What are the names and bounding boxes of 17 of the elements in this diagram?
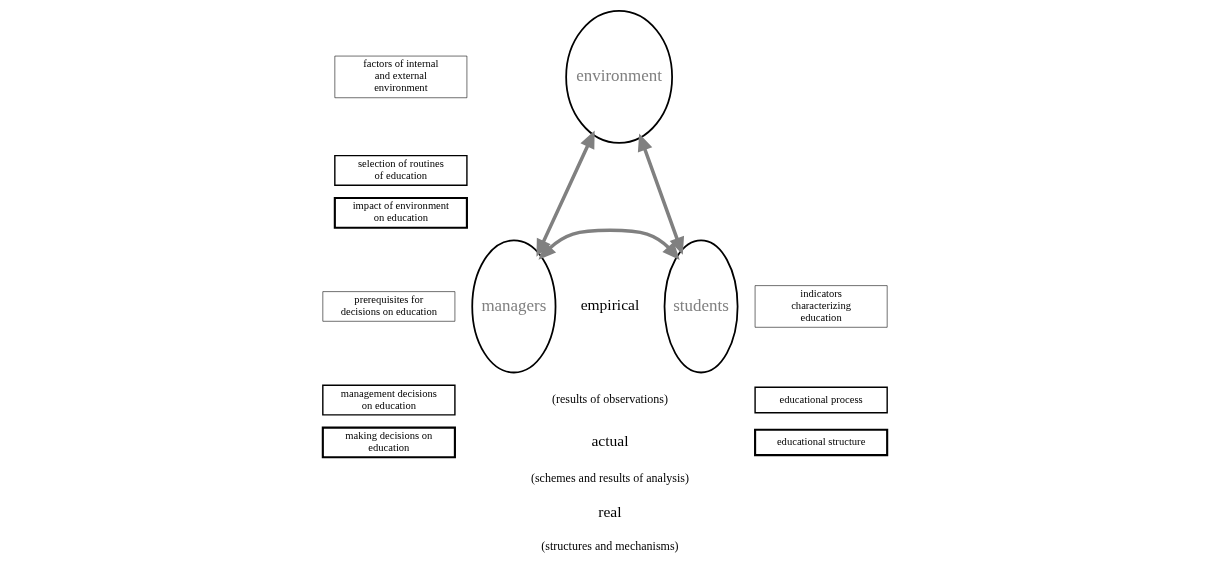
arrow — [637, 133, 685, 255]
node-box: making decisions on education — [321, 426, 456, 459]
node-box: indicators characterizing education — [754, 285, 888, 328]
label: (schemes and results of analysis) — [530, 471, 689, 486]
node-ellipse: environment — [565, 9, 673, 144]
label: actual — [591, 432, 629, 450]
node-box: educational process — [754, 386, 888, 414]
label: (results of observations) — [551, 391, 668, 406]
label: empirical — [580, 296, 640, 314]
node-box: factors of internal and external environment — [334, 55, 468, 99]
node-box: selection of routines of education — [334, 154, 468, 187]
label: (structures and mechanisms) — [541, 538, 679, 553]
node-box: impact of environment on education — [333, 197, 468, 229]
node-box: prerequisites for decisions on education — [322, 291, 456, 322]
node-box: educational structure — [754, 428, 889, 457]
label: real — [598, 503, 622, 521]
node-box: management decisions on education — [322, 384, 456, 416]
